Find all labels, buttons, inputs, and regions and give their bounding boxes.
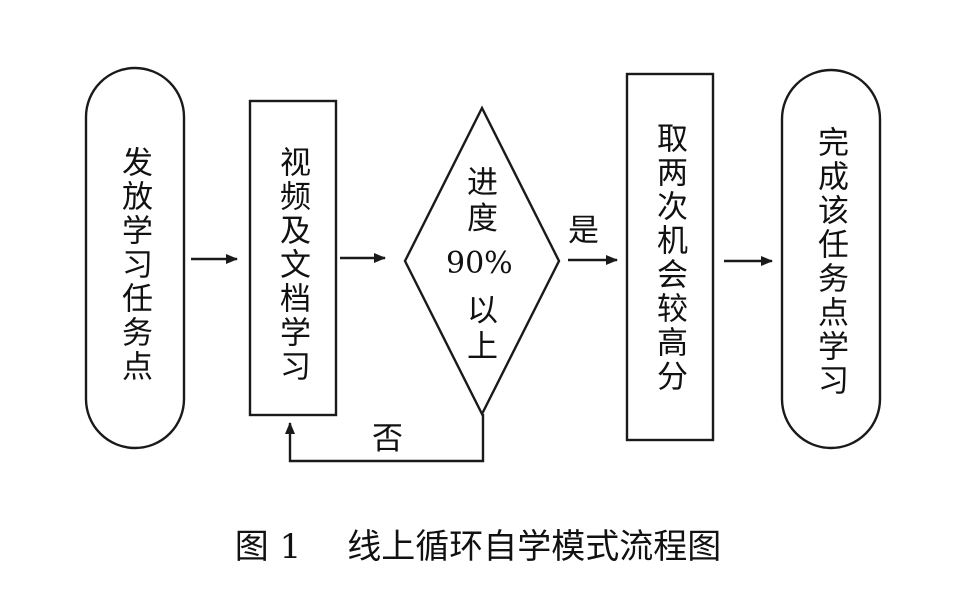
no-edge-label: 否 xyxy=(372,421,403,457)
decision-label-char-4: 以 xyxy=(467,293,498,329)
score-process-shape xyxy=(625,72,715,442)
figure-caption: 图 1 线上循环自学模式流程图 xyxy=(0,530,956,564)
start-terminator-shape xyxy=(84,66,186,450)
decision-label-char-1: 进 xyxy=(467,165,498,201)
figure-number: 图 1 xyxy=(234,527,302,567)
figure-title: 线上循环自学模式流程图 xyxy=(347,527,722,567)
arrow-decision-no-loop-back xyxy=(285,414,485,463)
finish-node-label: 完成该任务点学习 xyxy=(812,126,848,398)
decision-label-char-5: 上 xyxy=(467,329,498,365)
start-node-label: 发放学习任务点 xyxy=(116,146,152,384)
yes-edge-label: 是 xyxy=(568,213,599,249)
decision-label-percent: 90% xyxy=(446,246,513,281)
finish-terminator-shape xyxy=(780,68,882,450)
decision-label-char-2: 度 xyxy=(467,201,498,237)
score-node-label: 取两次机会较高分 xyxy=(651,122,687,394)
study-node-label: 视频及文档学习 xyxy=(274,146,310,384)
study-process-shape xyxy=(248,99,338,417)
